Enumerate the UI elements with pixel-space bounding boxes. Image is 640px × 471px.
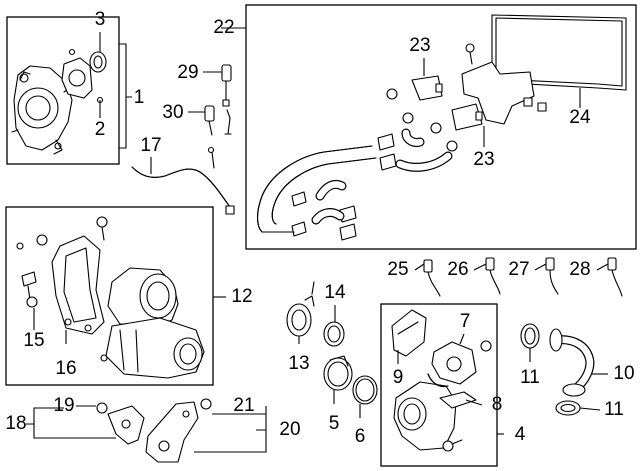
sensor-part-29: [221, 64, 232, 107]
callout-20: 20: [279, 419, 300, 440]
callout-22: 22: [213, 17, 234, 38]
callout-11-lower: 11: [604, 399, 624, 420]
callout-16: 16: [55, 358, 76, 379]
callout-5: 5: [329, 413, 340, 434]
callout-2: 2: [95, 119, 106, 140]
callout-29: 29: [177, 62, 198, 83]
bracket-part-18: [107, 405, 145, 445]
sensor-part-28: [607, 257, 623, 297]
gasket-part-8: [439, 391, 477, 409]
seal-ring-part-3: [89, 51, 107, 73]
seal-ring-part-14: [323, 321, 345, 347]
callout-17: 17: [140, 135, 161, 156]
sensor-part-27: [545, 257, 559, 295]
module-part-9: [391, 309, 427, 357]
heat-shield-part-16: [51, 235, 105, 335]
callout-19: 19: [53, 395, 74, 416]
clamp-part-11-upper: [520, 323, 540, 349]
callout-26: 26: [447, 259, 468, 280]
callout-4: 4: [515, 424, 526, 445]
tube-part-17: [131, 146, 235, 215]
callout-25: 25: [387, 259, 408, 280]
clamp-part-11-lower: [555, 400, 581, 416]
callout-27: 27: [508, 259, 529, 280]
callout-24: 24: [569, 107, 591, 128]
cooler-bracket-part: [461, 43, 547, 125]
clamp-part-5: [323, 355, 353, 391]
callout-15: 15: [23, 330, 44, 351]
callout-21: 21: [233, 395, 254, 416]
leader-lines: [26, 27, 609, 453]
callout-18: 18: [5, 413, 26, 434]
bracket-part-20: [145, 401, 199, 463]
bolt-box-4: [442, 439, 463, 452]
cooler-bolts-and-clamps: [291, 88, 458, 241]
callout-1: 1: [134, 87, 145, 108]
bolt-part-21: [200, 398, 212, 410]
callout-3: 3: [95, 9, 106, 30]
box-4-water-pump-housing: [380, 303, 498, 467]
callout-7: 7: [460, 311, 471, 332]
callout-13: 13: [288, 353, 309, 374]
coolant-hose-part-10: [549, 328, 595, 397]
pressure-sensor-part-23-lower: [451, 103, 483, 131]
sensor-part-25: [423, 259, 441, 297]
throttle-gasket-part: [61, 48, 104, 104]
clamp-part-13: [286, 281, 315, 337]
callout-28: 28: [569, 259, 590, 280]
callout-10: 10: [613, 363, 634, 384]
egr-pipes-part: [256, 145, 377, 233]
box-1-throttle-body: [6, 16, 120, 165]
bolts-box-12: [16, 216, 108, 308]
callout-14: 14: [324, 282, 346, 303]
box-22-egr-cooler-group: [245, 4, 637, 250]
callout-30: 30: [162, 102, 183, 123]
seal-ring-part-6: [352, 375, 378, 405]
bolt-part-19: [96, 402, 108, 414]
box-12-egr-valve-group: [5, 206, 214, 386]
throttle-body-part: [11, 65, 73, 155]
callout-23-lower: 23: [473, 149, 494, 170]
water-pump-part-7: [431, 340, 492, 385]
callout-6: 6: [355, 426, 366, 447]
callout-8: 8: [492, 394, 503, 415]
callout-labels: 1 2 3 4 5 6 7 8 9 10 11 11 12 13 14 15 1…: [5, 9, 634, 447]
coolant-hoses-part: [311, 128, 453, 225]
sensor-part-30: [204, 105, 232, 136]
callout-11-upper: 11: [520, 367, 540, 388]
callout-12: 12: [231, 286, 252, 307]
pressure-sensor-part-23-upper: [411, 75, 443, 101]
callout-9: 9: [393, 367, 404, 388]
housing-part-4: [393, 373, 457, 451]
callout-23-upper: 23: [409, 35, 430, 56]
sensor-part-26: [485, 257, 501, 295]
egr-valve-cooler-part-12: [100, 267, 205, 379]
